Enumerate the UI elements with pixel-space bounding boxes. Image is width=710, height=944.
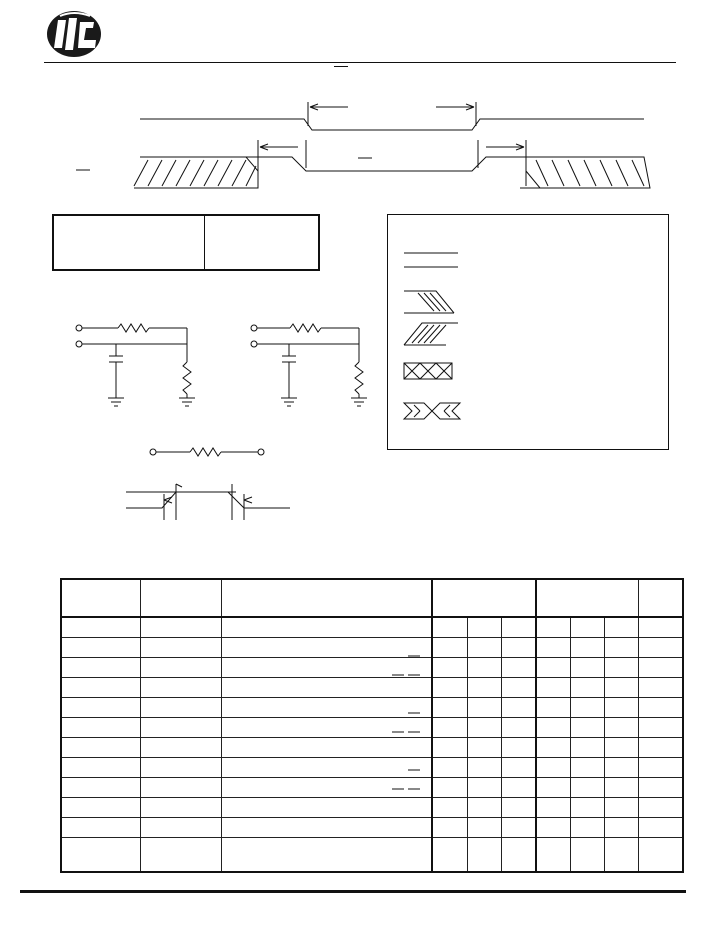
table-row	[60, 676, 684, 698]
company-logo	[44, 8, 104, 60]
table-row	[60, 616, 684, 638]
table-row	[60, 716, 684, 738]
table-header-cell	[431, 578, 537, 618]
table-row	[60, 756, 684, 778]
table-row	[60, 736, 684, 758]
timing-diagram	[76, 102, 651, 189]
table-header-cell	[220, 578, 433, 618]
table-header-cell	[535, 578, 640, 618]
table-row	[60, 696, 684, 718]
table-row	[60, 816, 684, 838]
spec-table	[60, 578, 684, 873]
table-row	[60, 796, 684, 818]
overbar-mark	[334, 66, 348, 67]
ac-load-circuits	[75, 323, 367, 520]
waveform-legend-symbols	[402, 252, 462, 420]
header-rule	[44, 62, 676, 63]
waveform-legend	[387, 214, 669, 450]
table-row	[60, 636, 684, 658]
table-row	[60, 776, 684, 798]
table-header-cell	[638, 578, 684, 618]
info-box	[52, 214, 320, 271]
table-row	[60, 836, 684, 873]
footer-rule	[20, 890, 686, 893]
info-box-divider	[204, 216, 205, 269]
